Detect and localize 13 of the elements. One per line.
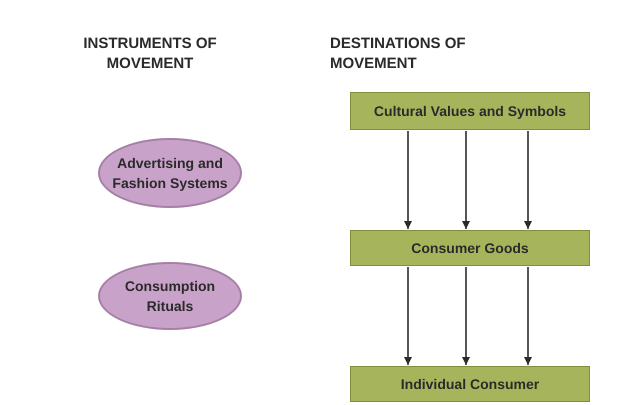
arrow	[524, 131, 532, 229]
oval-node: Consumption Rituals	[98, 262, 242, 330]
arrow	[524, 267, 532, 365]
oval-node: Advertising and Fashion Systems	[98, 138, 242, 208]
arrow	[404, 131, 412, 229]
column-heading: DESTINATIONS OF MOVEMENT	[330, 34, 467, 74]
arrow	[404, 267, 412, 365]
process-box: Consumer Goods	[350, 230, 590, 266]
arrow	[462, 267, 470, 365]
arrow	[462, 131, 470, 229]
process-box: Individual Consumer	[350, 366, 590, 402]
column-heading: INSTRUMENTS OF MOVEMENT	[82, 34, 218, 74]
process-box: Cultural Values and Symbols	[350, 92, 590, 130]
